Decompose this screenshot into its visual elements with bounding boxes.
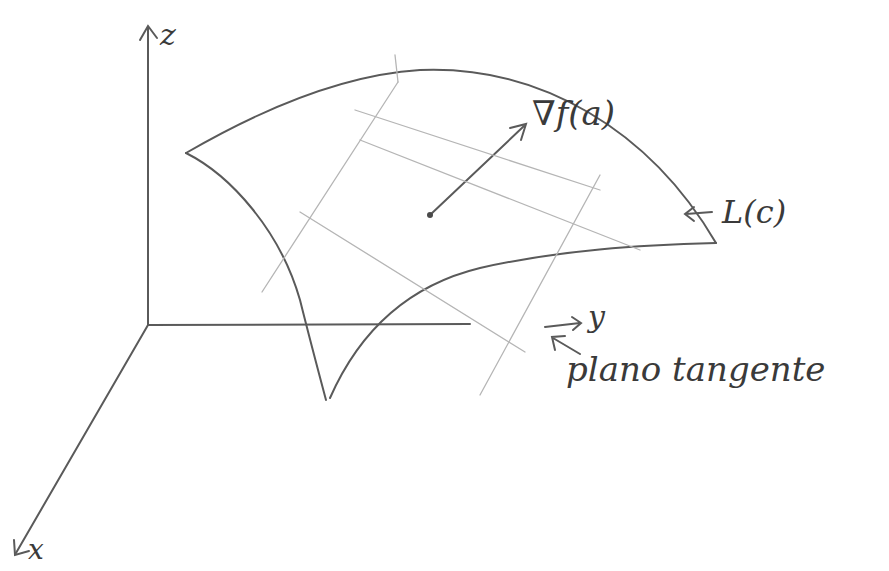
z-axis	[147, 28, 149, 325]
vector-label: ∇f(a)	[532, 96, 615, 130]
axis-label: z	[160, 20, 176, 50]
x-axis	[16, 325, 148, 553]
y-axis	[148, 324, 470, 325]
plane-label: plano tangente	[566, 352, 825, 386]
axis-label: x	[28, 536, 44, 564]
surface-top-edge	[186, 70, 716, 243]
surface-label: L(c)	[722, 196, 786, 228]
gradient-arrowhead	[510, 124, 526, 140]
surface-pointer	[685, 207, 712, 221]
x-arrowhead	[14, 540, 29, 555]
tangent-plane	[262, 55, 640, 395]
surface-left-edge	[186, 153, 326, 400]
z-arrowhead	[140, 26, 157, 40]
y-arrow	[545, 317, 581, 330]
axis-label: y	[588, 302, 605, 332]
tangent-point	[427, 212, 433, 218]
